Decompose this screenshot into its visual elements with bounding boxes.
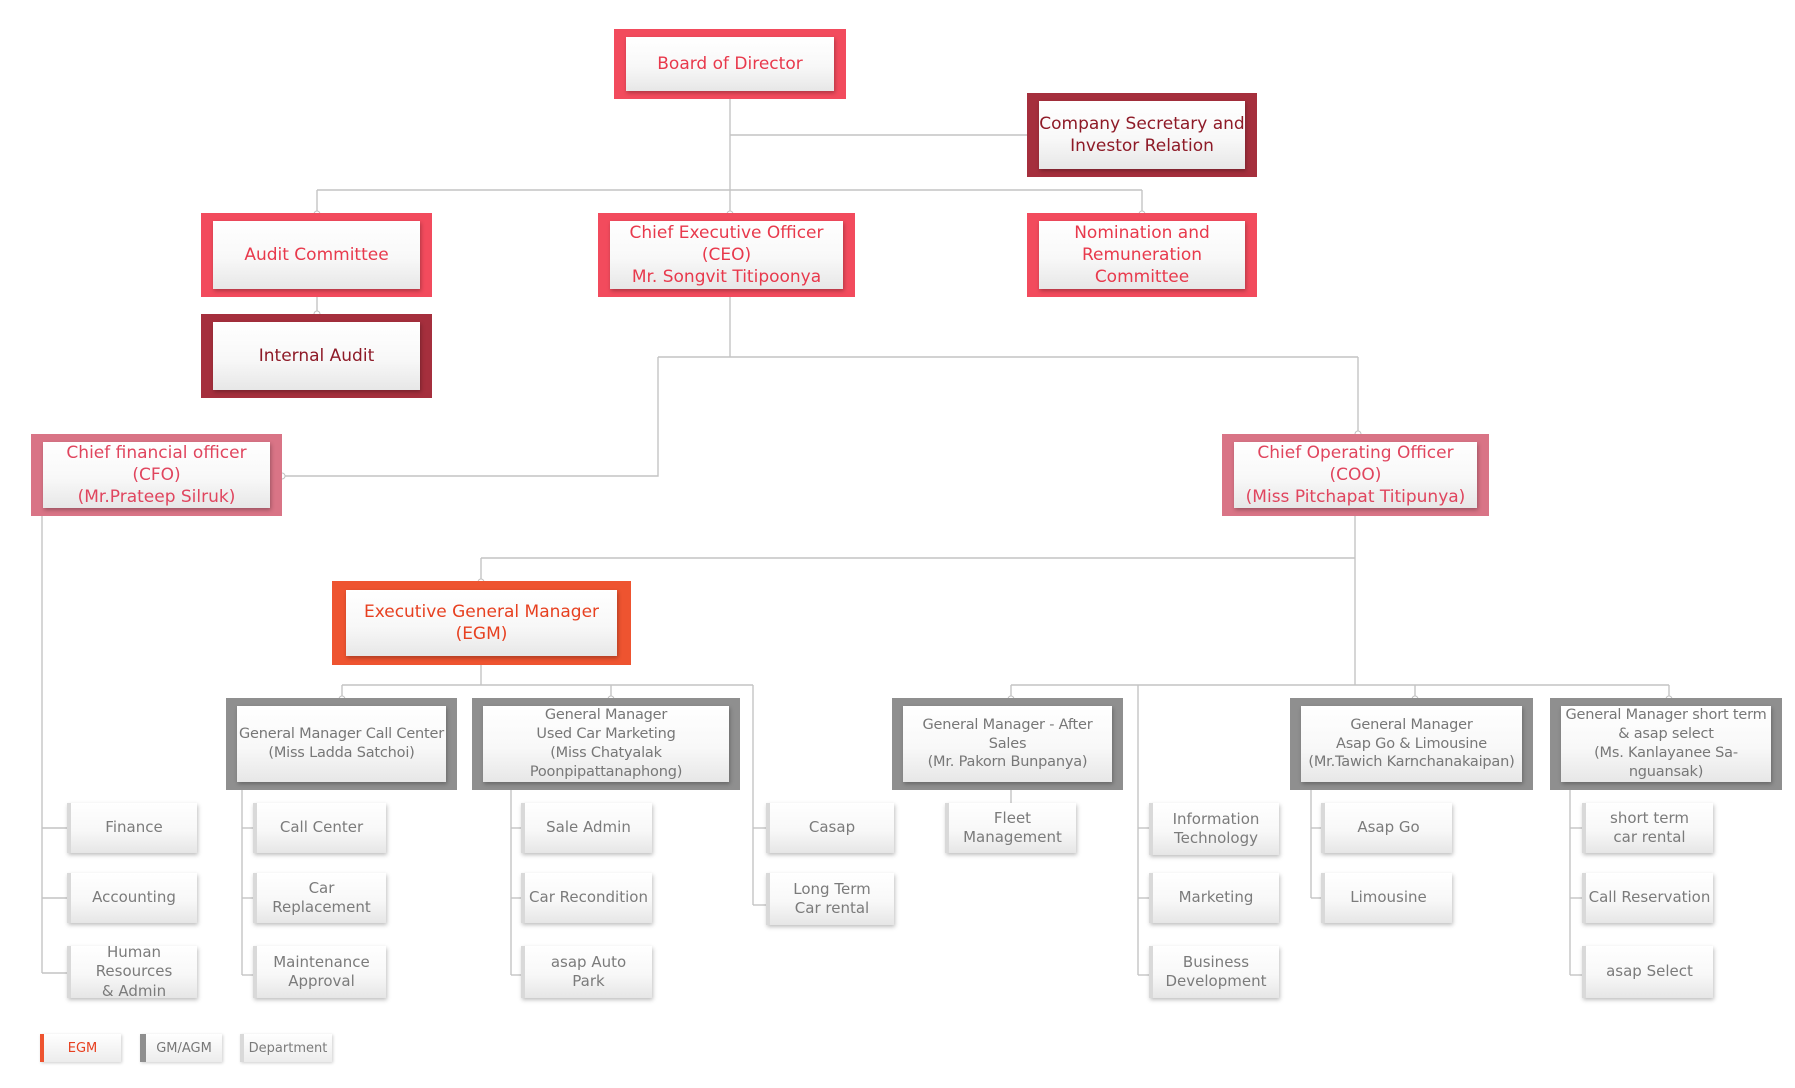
dept-limousine[interactable]: Limousine <box>1321 873 1452 923</box>
company-secretary-box[interactable]: Company Secretary and Investor Relation <box>1027 93 1257 177</box>
dept-long-term-car-rental[interactable]: Long Term Car rental <box>766 873 894 925</box>
gm-asap-go-box[interactable]: General Manager Asap Go & Limousine (Mr.… <box>1290 698 1533 790</box>
dept-marketing[interactable]: Marketing <box>1149 873 1279 923</box>
coo-box[interactable]: Chief Operating Officer (COO) (Miss Pitc… <box>1222 434 1489 516</box>
internal-audit-label: Internal Audit <box>213 322 420 390</box>
cfo-label: Chief financial officer (CFO) (Mr.Pratee… <box>43 442 270 508</box>
dept-call-reservation[interactable]: Call Reservation <box>1582 873 1713 923</box>
board-of-director-box[interactable]: Board of Director <box>614 29 846 99</box>
dept-car-replacement[interactable]: Car Replacement <box>253 873 386 923</box>
legend-department: Department <box>240 1034 332 1062</box>
dept-asap-auto-park[interactable]: asap Auto Park <box>521 946 652 998</box>
board-of-director-label: Board of Director <box>626 37 834 91</box>
dept-human-resources[interactable]: Human Resources & Admin <box>67 943 197 1000</box>
dept-finance[interactable]: Finance <box>67 803 197 853</box>
dept-call-center[interactable]: Call Center <box>253 803 386 853</box>
dept-short-term-car-rental[interactable]: short term car rental <box>1582 803 1713 853</box>
gm-call-center-box[interactable]: General Manager Call Center (Miss Ladda … <box>226 698 457 790</box>
audit-committee-box[interactable]: Audit Committee <box>201 213 432 297</box>
dept-asap-go[interactable]: Asap Go <box>1321 803 1452 853</box>
legend-egm: EGM <box>40 1034 121 1062</box>
gm-short-term-box[interactable]: General Manager short term & asap select… <box>1550 698 1782 790</box>
gm-after-sales-box[interactable]: General Manager - After Sales (Mr. Pakor… <box>892 698 1123 790</box>
gm-used-car-box[interactable]: General Manager Used Car Marketing (Miss… <box>472 698 740 790</box>
audit-committee-label: Audit Committee <box>213 221 420 289</box>
company-secretary-label: Company Secretary and Investor Relation <box>1039 101 1245 169</box>
internal-audit-box[interactable]: Internal Audit <box>201 314 432 398</box>
dept-fleet-management[interactable]: Fleet Management <box>945 803 1076 853</box>
dept-car-recondition[interactable]: Car Recondition <box>521 873 652 923</box>
gm-used-car-label: General Manager Used Car Marketing (Miss… <box>483 706 729 782</box>
gm-asap-go-label: General Manager Asap Go & Limousine (Mr.… <box>1301 706 1522 782</box>
dept-accounting[interactable]: Accounting <box>67 873 197 923</box>
dept-sale-admin[interactable]: Sale Admin <box>521 803 652 853</box>
egm-box[interactable]: Executive General Manager (EGM) <box>332 581 631 665</box>
ceo-box[interactable]: Chief Executive Officer (CEO) Mr. Songvi… <box>598 213 855 297</box>
gm-call-center-label: General Manager Call Center (Miss Ladda … <box>237 706 446 782</box>
nomination-committee-label: Nomination and Remuneration Committee <box>1039 221 1245 289</box>
nomination-committee-box[interactable]: Nomination and Remuneration Committee <box>1027 213 1257 297</box>
dept-information-technology[interactable]: Information Technology <box>1149 803 1279 855</box>
dept-maintenance-approval[interactable]: Maintenance Approval <box>253 946 386 998</box>
dept-casap[interactable]: Casap <box>766 803 894 853</box>
dept-asap-select[interactable]: asap Select <box>1582 946 1713 998</box>
cfo-box[interactable]: Chief financial officer (CFO) (Mr.Pratee… <box>31 434 282 516</box>
gm-after-sales-label: General Manager - After Sales (Mr. Pakor… <box>903 706 1112 782</box>
dept-business-development[interactable]: Business Development <box>1149 946 1279 998</box>
legend-gm-agm: GM/AGM <box>140 1034 222 1062</box>
coo-label: Chief Operating Officer (COO) (Miss Pitc… <box>1234 442 1477 508</box>
ceo-label: Chief Executive Officer (CEO) Mr. Songvi… <box>610 221 843 289</box>
egm-label: Executive General Manager (EGM) <box>346 590 617 656</box>
gm-short-term-label: General Manager short term & asap select… <box>1561 706 1771 782</box>
